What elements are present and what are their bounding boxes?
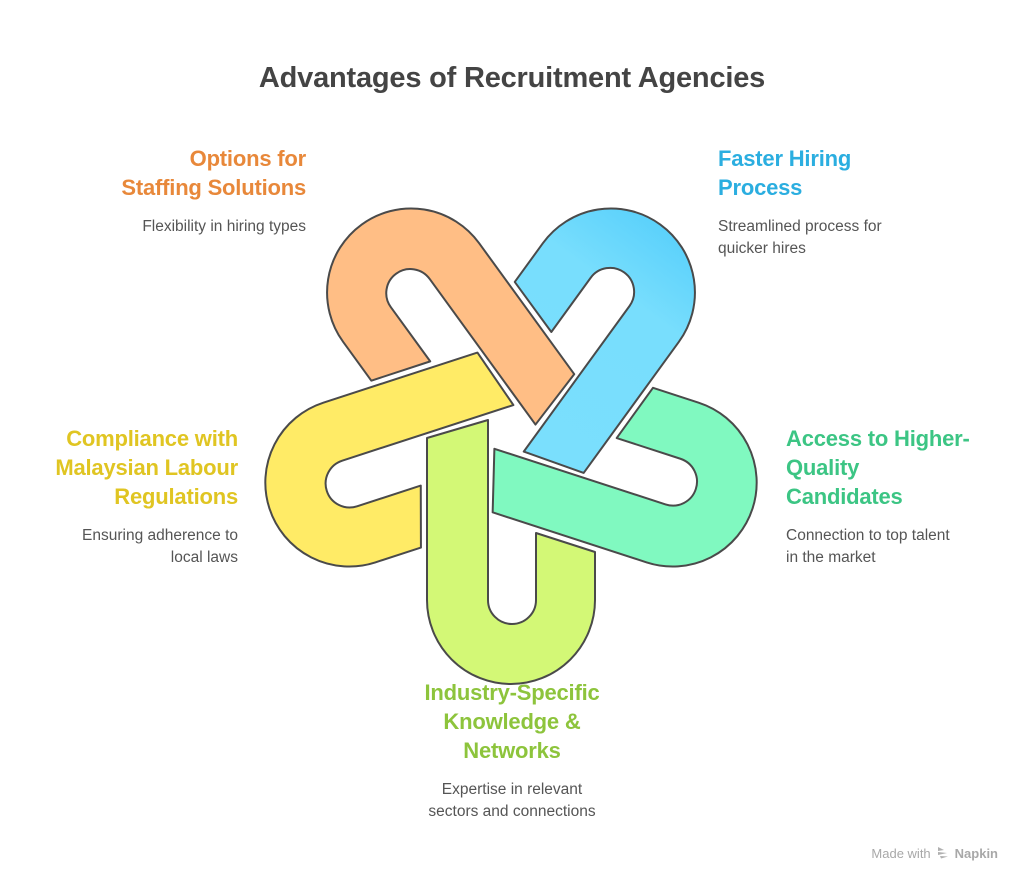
heading-line: Process [718, 175, 803, 200]
made-with-napkin-badge[interactable]: Made with Napkin [871, 845, 998, 862]
item-compliance: Compliance with Malaysian Labour Regulat… [20, 424, 238, 569]
item-industry-knowledge: Industry-Specific Knowledge & Networks E… [362, 678, 662, 823]
description-line: local laws [170, 549, 238, 566]
item-description: Flexibility in hiring types [60, 216, 306, 238]
napkin-logo-icon [936, 845, 950, 862]
heading-line: Regulations [114, 484, 238, 509]
heading-line: Access to Higher- [786, 426, 970, 451]
heading-line: Quality [786, 455, 860, 480]
description-line: Expertise in relevant [441, 781, 583, 798]
heading-line: Knowledge & [443, 709, 581, 734]
item-staffing-options: Options for Staffing Solutions Flexibili… [60, 144, 306, 238]
heading-line: Industry-Specific [424, 680, 600, 705]
description-line: sectors and connections [428, 803, 596, 820]
heading-line: Faster Hiring [718, 146, 852, 171]
description-line: Flexibility in hiring types [142, 218, 306, 235]
description-line: Ensuring adherence to [82, 527, 238, 544]
item-heading: Industry-Specific Knowledge & Networks [362, 678, 662, 765]
description-line: quicker hires [718, 240, 806, 257]
description-line: Connection to top talent [786, 527, 950, 544]
item-heading: Compliance with Malaysian Labour Regulat… [20, 424, 238, 511]
item-description: Ensuring adherence to local laws [20, 525, 238, 569]
heading-line: Candidates [786, 484, 903, 509]
description-line: in the market [786, 549, 876, 566]
heading-line: Options for [189, 146, 307, 171]
item-heading: Options for Staffing Solutions [60, 144, 306, 202]
item-heading: Faster Hiring Process [718, 144, 958, 202]
heading-line: Networks [463, 738, 561, 763]
napkin-brand-label: Napkin [954, 846, 998, 861]
item-description: Connection to top talent in the market [786, 525, 1016, 569]
made-with-label: Made with [871, 846, 931, 861]
heading-line: Staffing Solutions [121, 175, 306, 200]
heading-line: Compliance with [66, 426, 238, 451]
diagram-title: Advantages of Recruitment Agencies [258, 62, 766, 94]
item-description: Streamlined process for quicker hires [718, 216, 958, 260]
item-faster-hiring: Faster Hiring Process Streamlined proces… [718, 144, 958, 260]
item-description: Expertise in relevant sectors and connec… [362, 779, 662, 823]
description-line: Streamlined process for [718, 218, 882, 235]
item-heading: Access to Higher- Quality Candidates [786, 424, 1016, 511]
item-higher-quality-candidates: Access to Higher- Quality Candidates Con… [786, 424, 1016, 569]
heading-line: Malaysian Labour [55, 455, 238, 480]
